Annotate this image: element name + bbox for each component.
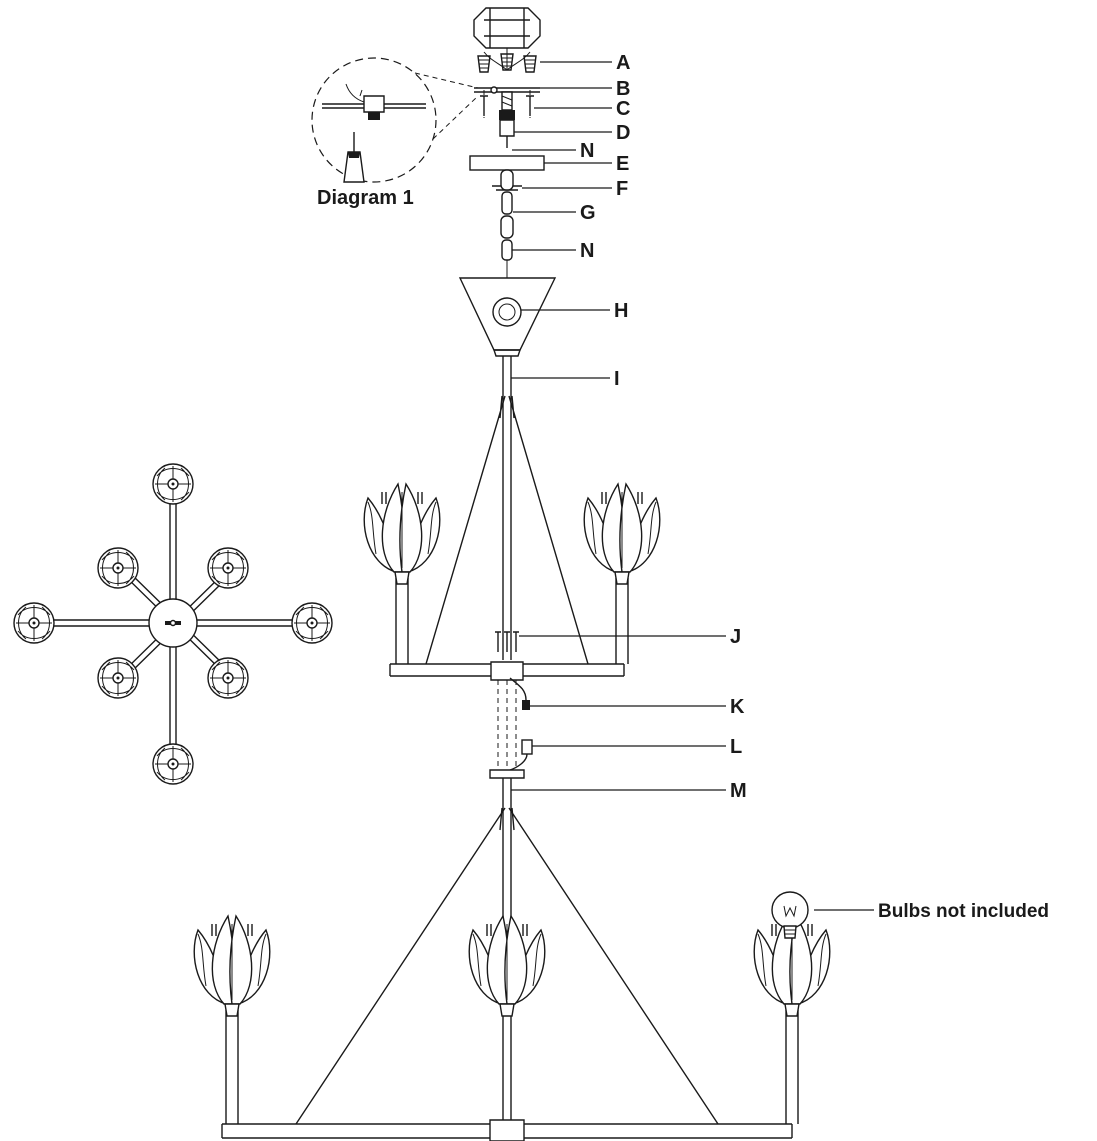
part-label-d: D <box>616 122 630 144</box>
part-label-n-upper: N <box>580 140 594 162</box>
part-label-j: J <box>730 626 741 648</box>
part-label-g: G <box>580 202 596 224</box>
part-label-c: C <box>616 98 630 120</box>
part-label-a: A <box>616 52 630 74</box>
canopy-assembly <box>473 7 541 137</box>
suspension-hood <box>458 277 557 357</box>
part-label-f: F <box>616 178 628 200</box>
part-leaders <box>511 61 726 791</box>
part-label-k: K <box>730 696 745 718</box>
upper-left-cup <box>363 483 441 585</box>
chain <box>500 136 514 282</box>
bulbs-note: Bulbs not included <box>878 901 1049 922</box>
lower-tier-frame <box>221 769 799 1141</box>
canopy-plate <box>469 155 545 171</box>
part-label-n-lower: N <box>580 240 594 262</box>
part-label-i: I <box>614 368 620 390</box>
part-labels: A B C D N E F G N H I J K L M <box>580 52 747 802</box>
diagram-1-caption: Diagram 1 <box>317 187 414 209</box>
part-label-b: B <box>616 78 630 100</box>
detail-diagram-1 <box>311 57 479 183</box>
part-label-h: H <box>614 300 628 322</box>
top-view-diagram <box>13 463 333 785</box>
upper-tier-frame <box>389 356 629 681</box>
wire-connectors <box>497 677 533 771</box>
lower-left-cup <box>193 915 271 1017</box>
part-label-m: M <box>730 780 747 802</box>
upper-right-cup <box>583 483 661 585</box>
part-label-e: E <box>616 153 629 175</box>
part-label-l: L <box>730 736 742 758</box>
lower-center-cup <box>468 915 546 1017</box>
bulb-icon <box>771 891 809 939</box>
